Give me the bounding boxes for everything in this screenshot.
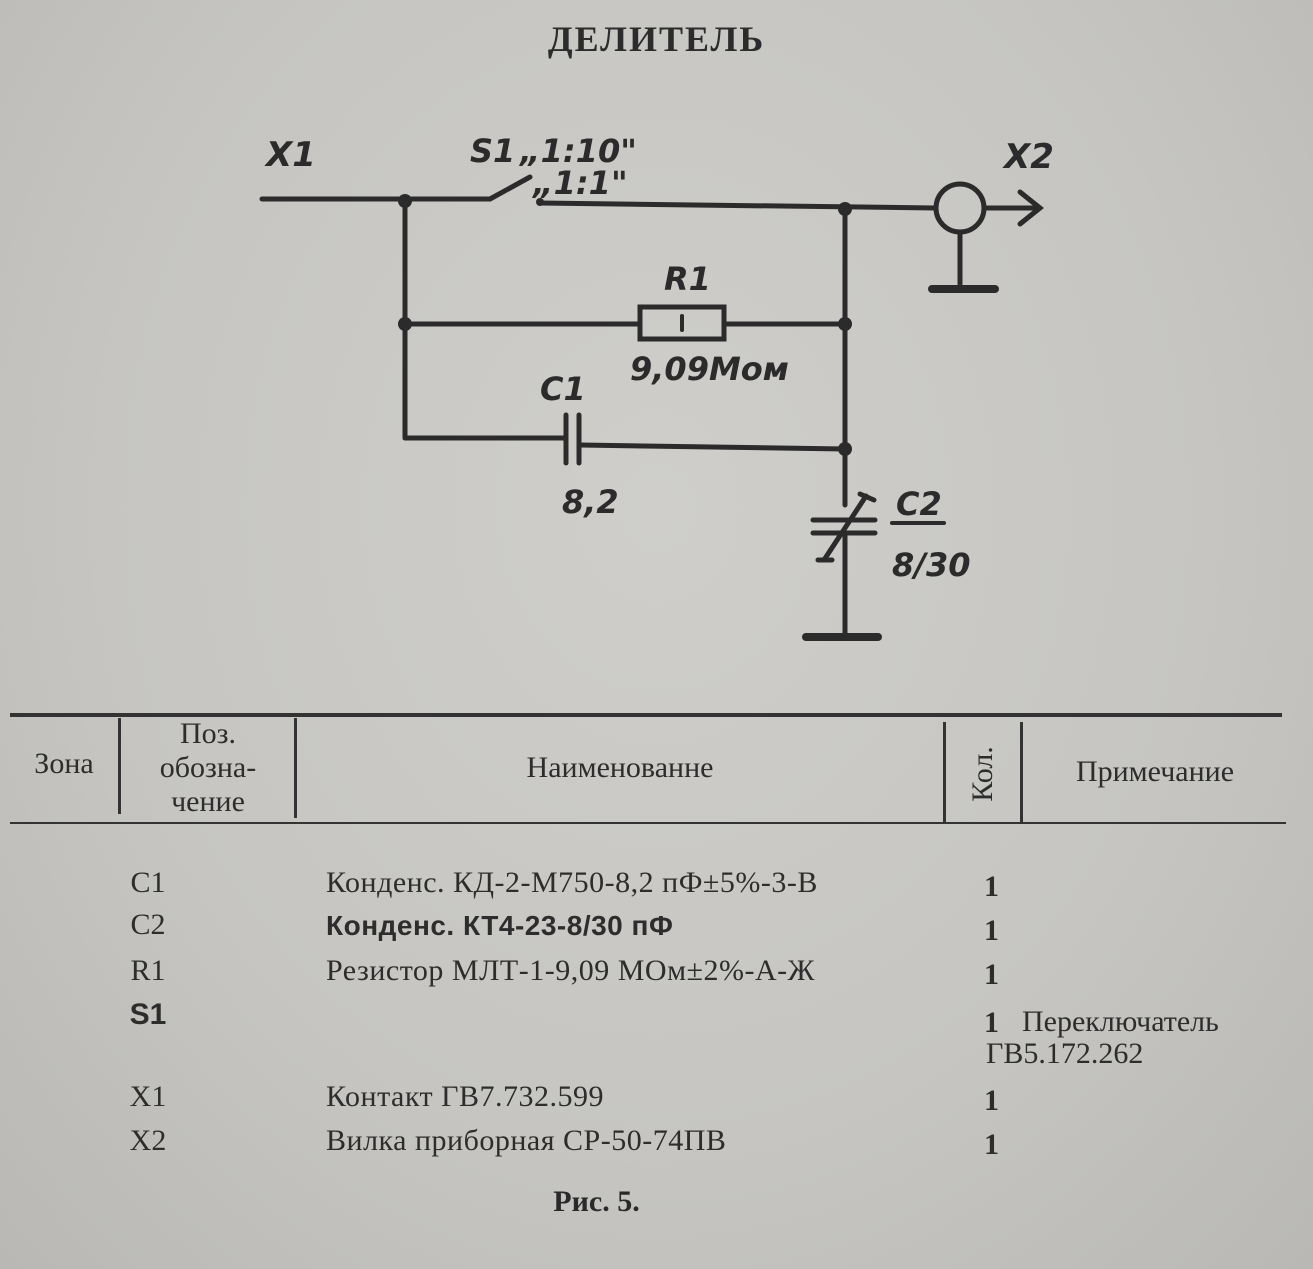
column-divider <box>118 718 121 814</box>
label-s1-pos-b: „1:1" <box>531 164 628 202</box>
row-qty: 1 <box>984 958 999 991</box>
row-qty: 1 <box>984 1128 999 1161</box>
header-note: Примечание <box>1075 755 1235 788</box>
page-title: ДЕЛИТЕЛЬ <box>547 19 766 59</box>
wire-output <box>537 200 938 211</box>
header-qty: Кол. <box>966 746 999 802</box>
row-qty: 1 <box>984 1084 999 1117</box>
arrow-icon <box>1017 189 1045 227</box>
header-name: Наименованне <box>526 751 714 784</box>
header-zone: Зона <box>34 747 94 780</box>
header-pos-line1: Поз. <box>179 717 236 750</box>
label-c1-value: 8,2 <box>562 483 619 521</box>
divider-schematic: X1 S1 „1:10" „1:1" X2 R1 9,09Мом C1 8,2 … <box>259 132 1054 641</box>
wire-c1-right <box>577 442 848 452</box>
label-c1: C1 <box>540 370 586 408</box>
row-pos: X2 <box>129 1124 167 1157</box>
label-x1: X1 <box>264 135 316 175</box>
label-x2: X2 <box>1002 137 1054 177</box>
header-pos-line2: обозна- <box>159 751 257 784</box>
column-divider <box>943 722 946 822</box>
row-qty: 1 <box>984 1006 999 1039</box>
switch-s1-blade <box>487 174 533 202</box>
label-r1: R1 <box>664 260 711 298</box>
row-qty: 1 <box>984 870 999 903</box>
trimmer-arrow <box>821 493 869 563</box>
row-pos: X1 <box>129 1080 167 1113</box>
figure-caption: Рис. 5. <box>553 1185 640 1218</box>
label-s1-pos-a: „1:10" <box>518 132 637 170</box>
label-c2-value: 8/30 <box>892 546 970 584</box>
header-pos-line3: чение <box>171 785 245 818</box>
junction-dots <box>398 194 852 456</box>
row-name: Контакт ГВ7.732.599 <box>326 1080 605 1113</box>
table-header-rule <box>10 822 1286 824</box>
column-divider <box>294 718 297 818</box>
row-pos: S1 <box>129 998 167 1031</box>
row-name: Конденс. КТ4-23-8/30 пФ <box>326 910 674 941</box>
row-name: Вилка приборная СР-50-74ПВ <box>326 1124 727 1157</box>
column-divider <box>1020 722 1023 822</box>
row-note: Переключатель ГВ5.172.262 <box>986 1005 1219 1070</box>
row-name: Резистор МЛТ-1-9,09 МОм±2%-А-Ж <box>326 954 816 987</box>
label-s1: S1 <box>470 132 515 170</box>
connector-x2 <box>933 181 987 235</box>
row-pos: R1 <box>130 954 166 987</box>
label-r1-value: 9,09Мом <box>630 350 789 388</box>
row-name: Конденс. КД-2-М750-8,2 пФ±5%-3-В <box>326 866 818 899</box>
label-c2: C2 <box>896 485 942 523</box>
row-pos: C1 <box>130 866 166 899</box>
row-qty: 1 <box>984 914 999 947</box>
table-top-rule <box>10 713 1282 717</box>
row-pos: C2 <box>130 908 166 941</box>
